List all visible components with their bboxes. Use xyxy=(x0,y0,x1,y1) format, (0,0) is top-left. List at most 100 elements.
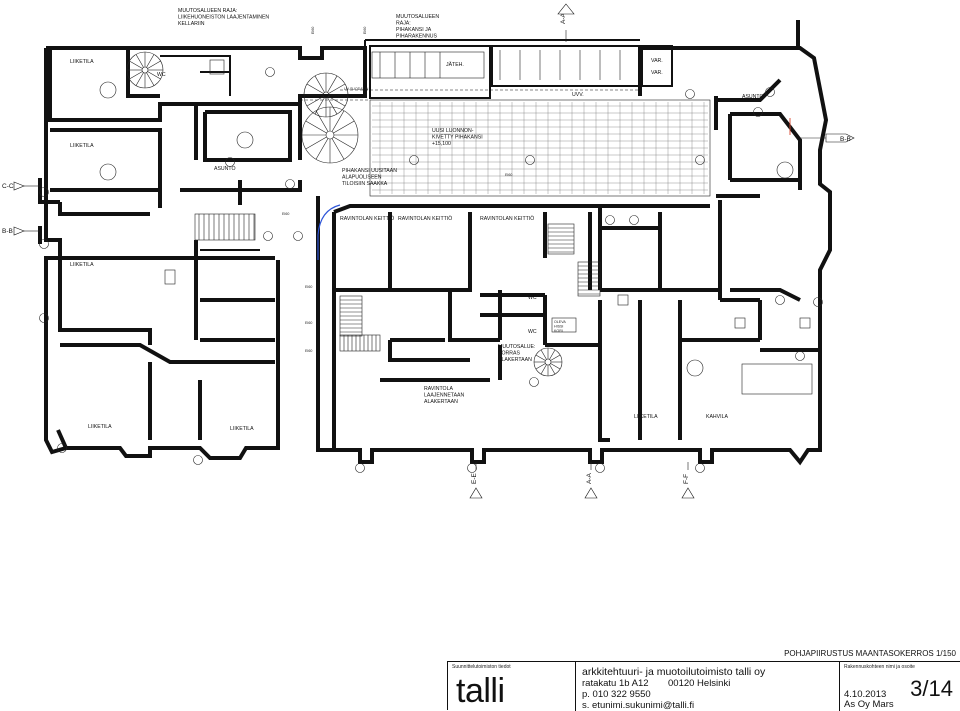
drawing-line xyxy=(331,138,345,160)
fixtures xyxy=(99,59,813,395)
drawing-line xyxy=(550,363,561,370)
drawing-line xyxy=(328,96,346,107)
section-marks: A-A B-B C-C B-B E-E A-A F-F xyxy=(2,3,855,499)
drawing-line xyxy=(535,354,546,361)
fire-class-tags: EI60 EI60 EI60 EI60 EI60 EI60 EI60 xyxy=(282,27,512,353)
project-client: As Oy Mars xyxy=(844,699,894,710)
courtyard-storage xyxy=(300,45,673,101)
ei60-tag: EI60 xyxy=(363,27,367,34)
drawing-line xyxy=(305,136,327,150)
label-ravintolan-keittio-1: RAVINTOLAN KEITTIÖ xyxy=(340,215,394,222)
ei60-tag: EI60 xyxy=(282,212,289,216)
grid-bubble xyxy=(605,215,615,225)
section-b-b-left: B-B xyxy=(2,228,13,235)
drawing-line xyxy=(328,83,346,94)
label-wc-2: WC xyxy=(528,295,537,301)
courtyard-paving xyxy=(369,99,711,197)
grid-bubble xyxy=(225,157,235,167)
drawing-line xyxy=(146,72,155,86)
ei60-tag: EI60 xyxy=(305,349,312,353)
label-wc-1: WC xyxy=(157,72,166,78)
drawing-line xyxy=(147,71,161,80)
drawing-line xyxy=(146,54,155,68)
note-ravintola-laajennetaan: RAVINTOLA LAAJENNETAAN ALAKERTAAN xyxy=(424,386,466,405)
grid-bubble xyxy=(629,215,639,225)
label-asunto-2: ASUNTO xyxy=(214,166,236,172)
label-kahvila: KAHVILA xyxy=(706,414,728,420)
section-a-a-bottom: A-A xyxy=(586,473,593,485)
drawing-line xyxy=(540,349,547,360)
sheet-number: 3/14 xyxy=(910,676,953,701)
note-muutosalue-pihakansi: MUUTOSALUEEN RAJA: PIHAKANSI JA PIHARAKE… xyxy=(396,14,441,40)
firm-name: arkkitehtuuri- ja muotoilutoimisto talli… xyxy=(582,666,766,678)
section-f-f-bottom: F-F xyxy=(683,474,690,484)
label-liiketila-6: LIIKETILA xyxy=(634,414,658,420)
project-caption: Rakennuskohteen nimi ja osoite xyxy=(844,664,915,670)
label-liiketila-4: LIIKETILA xyxy=(88,424,112,430)
drawing-line xyxy=(135,72,144,86)
firm-email: s. etunimi.sukunimi@talli.fi xyxy=(582,700,695,711)
drawing-line xyxy=(540,364,547,375)
note-uusi-kivetys: UUSI LUONNON- KIVETTY PIHAKANSI +15,100 xyxy=(432,128,484,147)
drawing-line xyxy=(306,96,324,107)
label-ravintolan-keittio-3: RAVINTOLAN KEITTIÖ xyxy=(480,215,534,222)
grid-bubble xyxy=(355,463,365,473)
firm-cell: arkkitehtuuri- ja muotoilutoimisto talli… xyxy=(576,662,840,711)
highlight-lines xyxy=(317,118,791,260)
drawing-line xyxy=(315,138,329,160)
grid-bubble xyxy=(765,87,775,97)
drawing-line xyxy=(333,136,355,150)
drawing-line xyxy=(327,75,338,93)
label-jateh: JÄTEH. xyxy=(446,61,464,68)
label-liiketila-1: LIIKETILA xyxy=(70,59,94,65)
drawing-line xyxy=(327,97,338,115)
designer-caption: Suunnittelutoimiston tiedot xyxy=(452,664,511,670)
drawing-line xyxy=(306,83,324,94)
note-pihakansi-uusitaan: PIHAKANSI UUSITAAN ALAPUOLISEEN TILOISII… xyxy=(342,168,398,187)
note-muutosalue-porras: MUUTOSALUE: PORRAS ALAKERTAAN xyxy=(498,344,537,363)
talli-logo: talli xyxy=(456,672,505,710)
grid-bubble xyxy=(467,463,477,473)
grid-bubble xyxy=(529,377,539,387)
drawing-line xyxy=(305,120,327,134)
ei60-tag: EI60 xyxy=(311,27,315,34)
drawing-line xyxy=(315,110,329,132)
grid-bubble xyxy=(39,239,49,249)
interior-walls xyxy=(50,48,820,450)
grid-bubble xyxy=(695,155,705,165)
firm-postcode: 00120 Helsinki xyxy=(668,678,731,689)
grid-bubble xyxy=(39,187,49,197)
grid-bubble xyxy=(285,179,295,189)
drawing-line xyxy=(135,54,144,68)
label-asunto-1: ASUNTO xyxy=(742,94,764,100)
note-olevia-hissi: OLEVA HISSI KORI xyxy=(554,320,567,333)
project-date: 4.10.2013 xyxy=(844,689,887,700)
drawing-line xyxy=(147,60,161,69)
section-c-c-left: C-C xyxy=(2,183,14,190)
label-wc-3: WC xyxy=(528,329,537,335)
drawing-line xyxy=(549,349,556,360)
outer-walls xyxy=(38,20,832,466)
label-var-1: VAR. xyxy=(651,58,663,64)
firm-address: ratakatu 1b A12 xyxy=(582,678,649,689)
grid-bubble xyxy=(595,463,605,473)
label-var-2: VAR. xyxy=(651,70,663,76)
firm-phone: p. 010 322 9550 xyxy=(582,689,651,700)
project-cell: Rakennuskohteen nimi ja osoite 4.10.2013… xyxy=(840,662,960,711)
grid-bubble xyxy=(39,313,49,323)
grid-bubble xyxy=(265,67,275,77)
note-muutosalue-raja: MUUTOSALUEEN RAJA: LIIKEHUONEISTON LAAJE… xyxy=(178,8,271,27)
drawing-line xyxy=(333,120,355,134)
grid-bubble xyxy=(795,351,805,361)
note-uv-suodatin: UV-SUODATIN xyxy=(344,87,369,91)
grid-bubble xyxy=(263,231,273,241)
section-e-e-bottom: E-E xyxy=(471,473,478,485)
label-uvv: UVV. xyxy=(572,92,584,98)
ei60-tag: EI60 xyxy=(305,321,312,325)
grid-bubble xyxy=(525,155,535,165)
label-liiketila-5: LIIKETILA xyxy=(230,426,254,432)
drawing-line xyxy=(129,71,143,80)
grid-bubble xyxy=(685,89,695,99)
drawing-line xyxy=(535,363,546,370)
